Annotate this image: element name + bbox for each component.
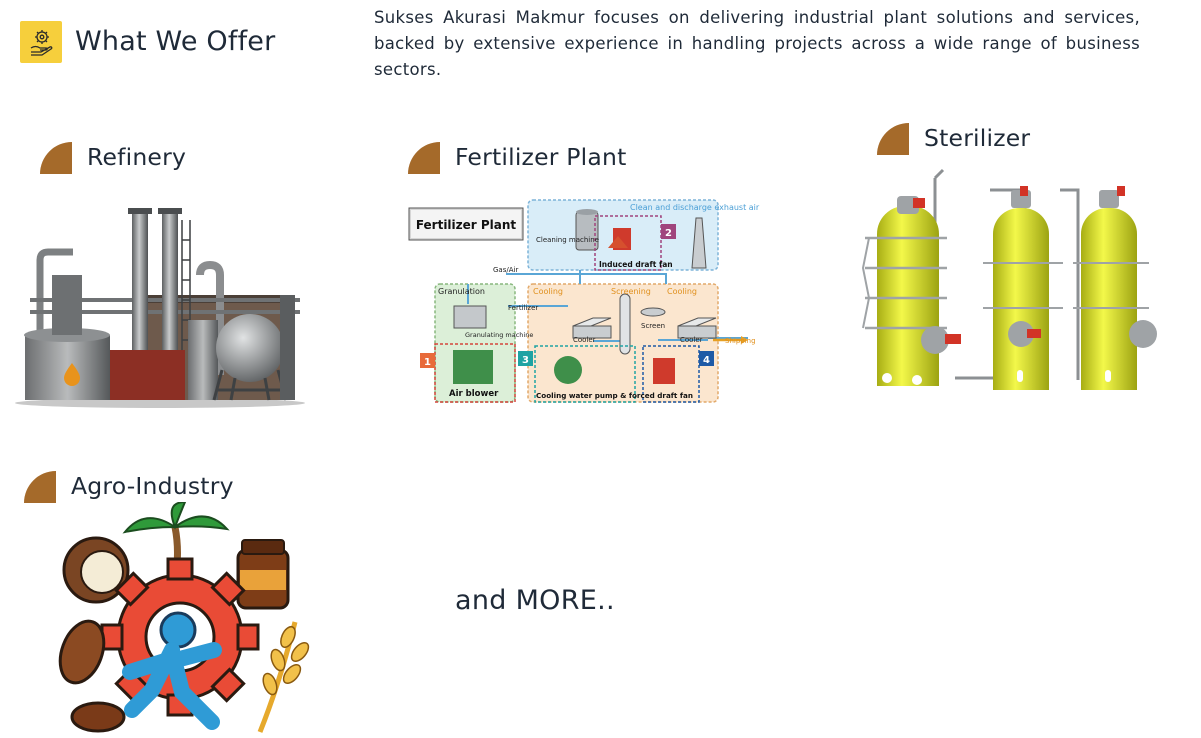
diagram-label: Granulating machine	[465, 331, 533, 339]
quarter-circle-icon	[877, 123, 909, 155]
diagram-label: Gas/Air	[493, 266, 518, 274]
diagram-label: Cooler	[680, 336, 703, 344]
diagram-label: Induced draft fan	[599, 260, 673, 269]
diagram-label: Cooling water pump & forced draft fan	[536, 391, 693, 400]
diagram-label: Granulation	[438, 287, 485, 296]
section-title-refinery: Refinery	[87, 143, 187, 171]
step-number: 1	[424, 357, 431, 368]
diagram-label: Cleaning machine	[536, 236, 599, 244]
section-title-fertilizer-plant: Fertilizer Plant	[455, 143, 627, 171]
quarter-circle-icon	[40, 142, 72, 174]
step-number: 2	[665, 228, 672, 239]
diagram-label: Cooling	[533, 287, 563, 296]
sterilizer-vessels-illustration	[855, 168, 1160, 398]
diagram-label: Screening	[611, 287, 651, 296]
diagram-label: Air blower	[449, 389, 499, 399]
diagram-label: Screen	[641, 322, 665, 330]
refinery-illustration	[10, 200, 305, 410]
page-title: What We Offer	[75, 26, 276, 57]
quarter-circle-icon	[24, 471, 56, 503]
diagram-label: Shipping	[725, 337, 756, 345]
agro-industry-illustration	[50, 500, 312, 734]
diagram-badge: Fertilizer Plant	[416, 218, 517, 232]
diagram-label: Fertilizer	[508, 304, 538, 312]
diagram-label: Cooling	[667, 287, 697, 296]
intro-paragraph: Sukses Akurasi Makmur focuses on deliver…	[374, 8, 1140, 79]
diagram-label: Cooler	[573, 336, 596, 344]
section-title-agro-industry: Agro-Industry	[71, 472, 234, 500]
quarter-circle-icon	[408, 142, 440, 174]
step-number: 3	[522, 355, 529, 366]
section-title-sterilizer: Sterilizer	[924, 124, 1031, 152]
step-number: 4	[703, 355, 710, 366]
more-text: and MORE..	[455, 585, 615, 616]
diagram-label: Clean and discharge exhaust air	[630, 203, 760, 212]
hand-gear-icon	[20, 21, 62, 63]
fertilizer-plant-diagram: Fertilizer Plant	[408, 198, 770, 406]
